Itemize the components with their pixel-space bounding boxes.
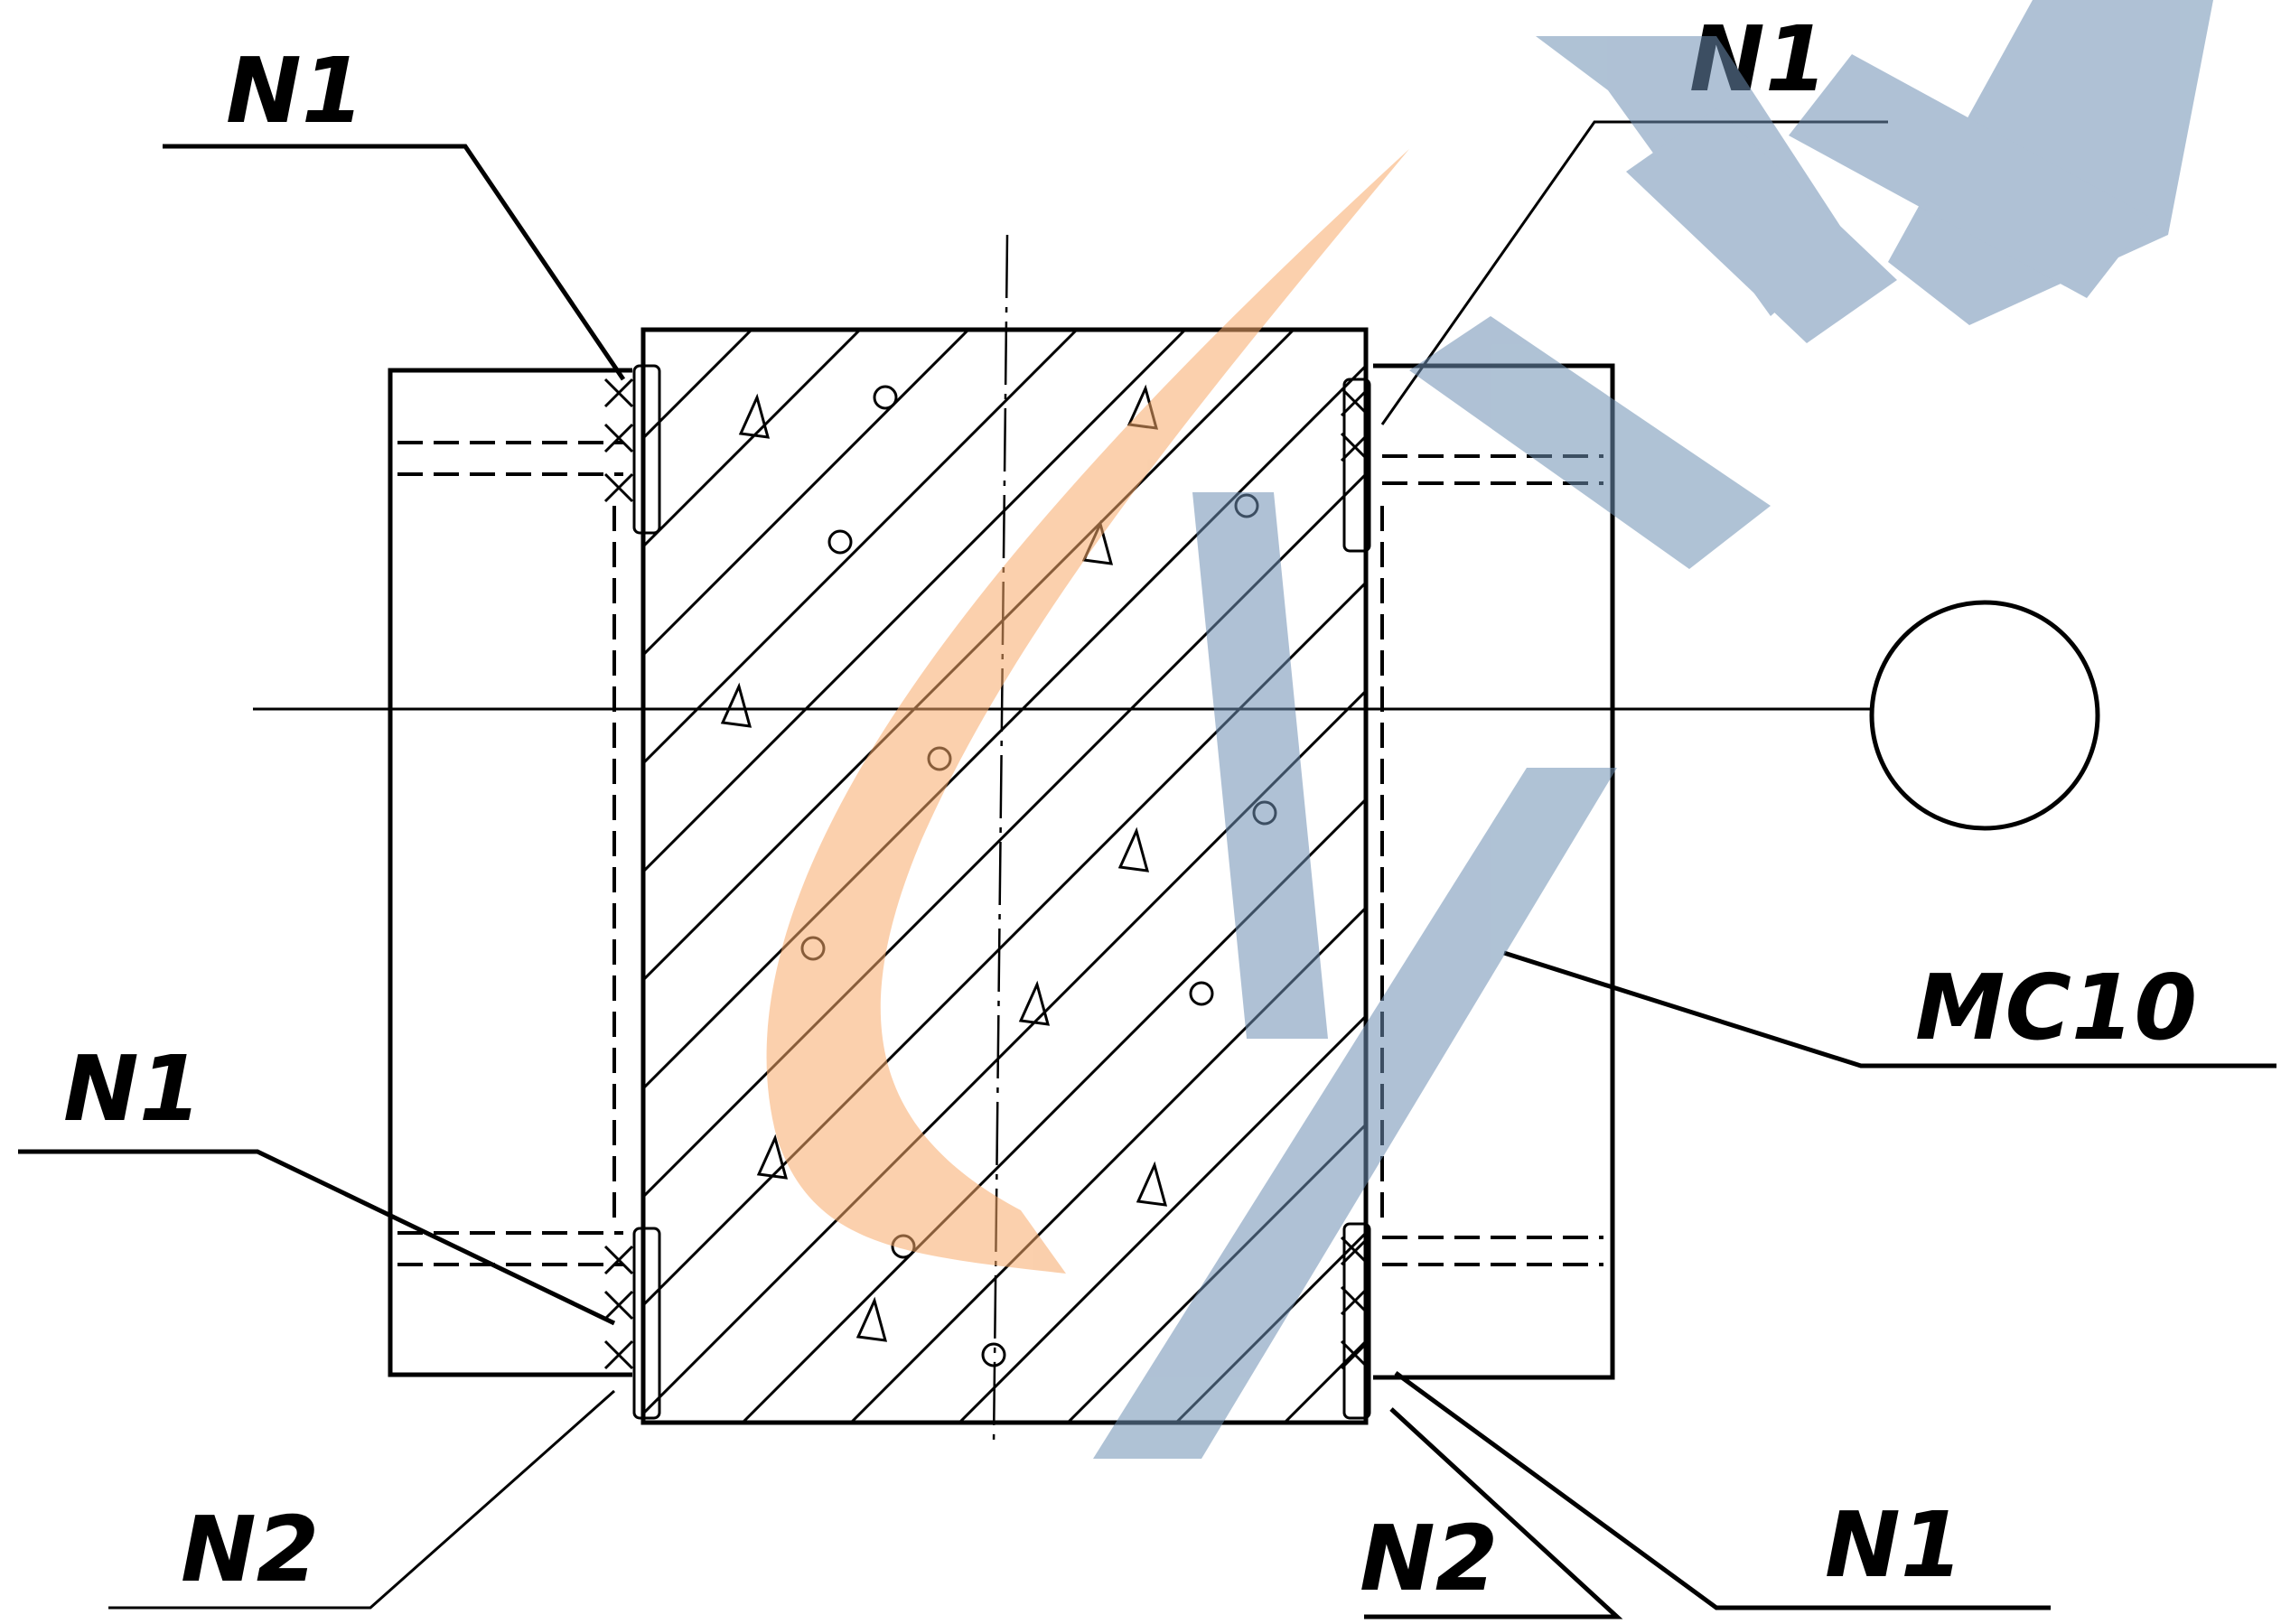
hatch-line: [2152, 330, 2281, 1423]
hatch-line: [958, 1013, 1366, 1423]
label-n2-bottom-right: N2: [1360, 1506, 1498, 1611]
aggregate-mark: [756, 1134, 789, 1180]
hatch-line: [643, 330, 970, 658]
hatch-line: [643, 471, 1366, 1199]
label-mc10: MC10: [1915, 955, 2197, 1060]
aggregate-mark: [738, 393, 771, 439]
watermark: [766, 0, 2213, 1459]
weld-top-left: [603, 364, 661, 535]
aggregate-mark: [1136, 1161, 1168, 1207]
hatch-line: [643, 580, 1366, 1308]
aggregate-mark: [1189, 981, 1214, 1006]
hatch-line: [643, 330, 1187, 874]
label-n1-mid-left: N1: [63, 1036, 201, 1142]
leader-bottom-left-n2: [108, 1389, 615, 1610]
leader-top-left-n1: [163, 144, 626, 381]
weld-top-right: [1340, 378, 1371, 553]
watermark-orange-arc: [766, 149, 1409, 1274]
leader-mid-left-n1: [18, 1149, 616, 1326]
hatch-line: [1283, 1339, 1366, 1423]
aggregate-mark: [855, 1296, 888, 1342]
hatch-line: [643, 330, 1079, 766]
label-n1-top-left: N1: [226, 38, 364, 144]
hatch-line: [1174, 1230, 1366, 1423]
label-n1-bottom-right: N1: [1825, 1492, 1963, 1598]
reference-circle: [1869, 600, 2100, 831]
weld-bottom-right: [1340, 1222, 1371, 1420]
aggregate-mark: [1117, 826, 1150, 873]
leader-plate-mc10: [1503, 950, 2276, 1069]
hatch-line: [2260, 330, 2281, 1423]
hatch-line: [643, 330, 862, 549]
left-side-plate: [388, 368, 632, 1377]
hatch-line: [1718, 330, 2281, 1423]
aggregate-mark: [981, 1342, 1006, 1367]
aggregate-mark: [873, 385, 898, 410]
leader-top-right-n1: [1380, 120, 1888, 425]
aggregate-mark: [1018, 980, 1051, 1026]
aggregate-mark: [720, 682, 753, 728]
leader-bottom-right-n2: [1364, 1407, 1623, 1619]
weld-bottom-left: [603, 1227, 661, 1420]
concrete-core: [640, 327, 2281, 1425]
hatch-line: [643, 688, 1366, 1416]
aggregate-mark: [827, 529, 853, 555]
core-hatching: [643, 330, 2281, 1423]
hatch-line: [1827, 330, 2281, 1423]
leader-bottom-right-n1: [1394, 1370, 2051, 1610]
hatch-line: [1935, 330, 2281, 1423]
hatch-line: [643, 330, 645, 332]
hatch-line: [2043, 330, 2281, 1423]
hatch-line: [643, 330, 753, 441]
watermark-blue-logo: [1093, 0, 2213, 1459]
label-n2-bottom-left: N2: [181, 1497, 319, 1602]
